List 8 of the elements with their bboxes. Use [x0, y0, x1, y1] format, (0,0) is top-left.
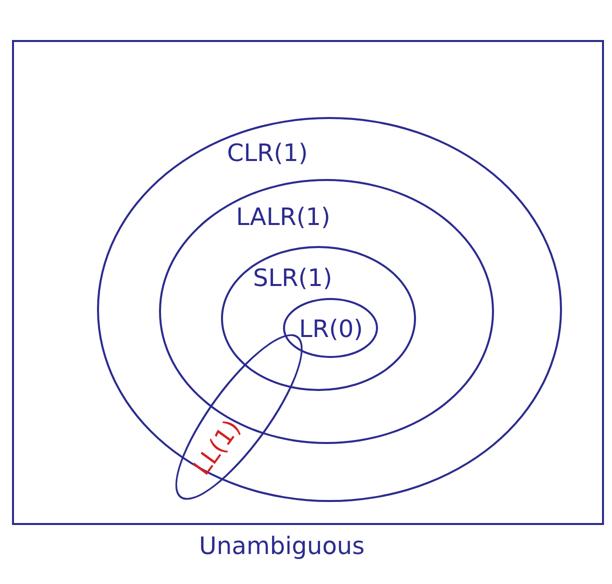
set-ellipse — [221, 246, 416, 391]
set-ellipse — [97, 117, 562, 502]
set-label: LALR(1) — [236, 205, 330, 229]
set-ellipse — [283, 298, 378, 358]
set-label: SLR(1) — [253, 266, 332, 290]
set-label: Unambiguous — [199, 534, 365, 558]
set-label: CLR(1) — [227, 141, 308, 165]
set-label: LR(0) — [299, 317, 364, 341]
